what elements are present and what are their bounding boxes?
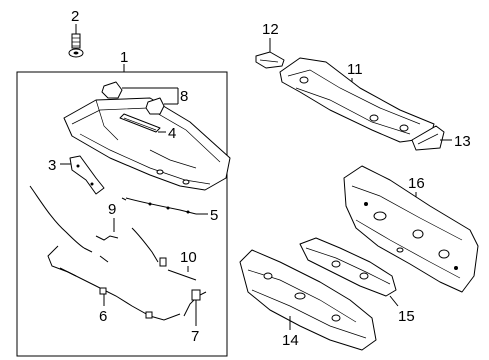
part-8-clips: 8 (101, 81, 188, 115)
callout-8: 8 (180, 88, 188, 105)
part-10-hose: 10 (159, 249, 197, 281)
assembly-box-1: 1 (16, 49, 228, 357)
callout-6: 6 (99, 308, 107, 325)
callout-3: 3 (48, 157, 56, 174)
part-15-panel: 15 (299, 237, 415, 325)
part-7-elbow: 7 (183, 289, 207, 345)
callout-9: 9 (108, 201, 116, 218)
callout-16: 16 (408, 175, 425, 192)
hose-left (29, 185, 93, 253)
callout-15: 15 (398, 308, 415, 325)
part-6-hose: 6 (47, 245, 181, 325)
callout-11: 11 (347, 61, 363, 78)
part-4-seal: 4 (119, 113, 176, 142)
callout-7: 7 (191, 328, 199, 345)
callout-4: 4 (168, 125, 176, 142)
part-16-dash-panel: 16 (343, 165, 479, 293)
part-5-hose: 5 (121, 197, 218, 224)
callout-12: 12 (262, 21, 279, 38)
callout-1: 1 (120, 49, 128, 66)
callout-14: 14 (282, 332, 299, 349)
part-9-hose: 9 (95, 201, 159, 263)
part-2-fastener: 2 (68, 8, 84, 58)
part-13-bracket: 13 (411, 125, 471, 151)
callout-13: 13 (454, 133, 471, 150)
callout-2: 2 (71, 8, 79, 25)
callout-10: 10 (180, 249, 197, 266)
part-12-bracket: 12 (255, 21, 285, 69)
part-11-rail: 11 (279, 57, 435, 143)
callout-5: 5 (210, 207, 218, 224)
part-14-insulator: 14 (239, 249, 377, 351)
part-3-bracket: 3 (48, 155, 105, 195)
